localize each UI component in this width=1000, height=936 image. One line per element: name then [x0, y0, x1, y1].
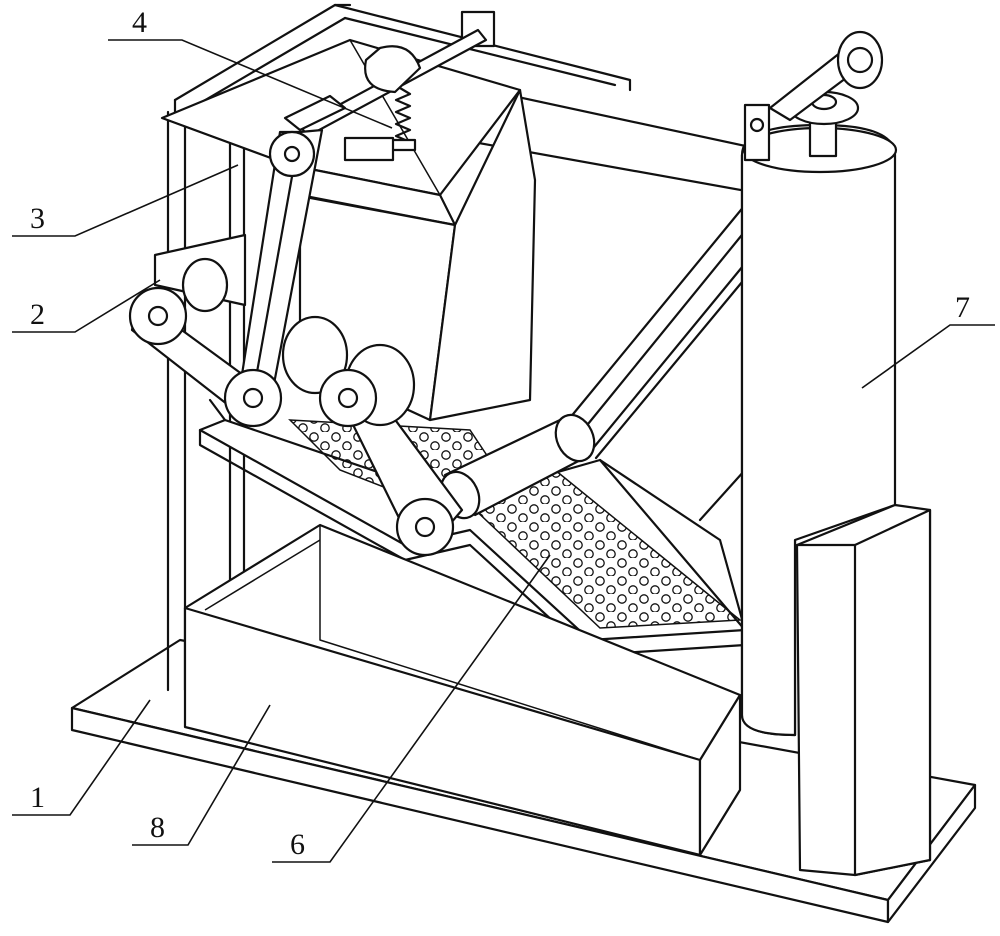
feed-hopper: [160, 38, 537, 422]
label-3: 3: [30, 202, 45, 235]
roller-drum: [439, 413, 596, 520]
belt-drive: [128, 128, 464, 557]
label-2: 2: [30, 298, 45, 331]
label-8: 8: [150, 811, 165, 844]
diagonal-rails: [558, 203, 754, 522]
label-4: 4: [132, 6, 147, 39]
label-6: 6: [290, 828, 305, 861]
collection-tray: [183, 523, 742, 857]
leader-lines: [12, 39, 995, 863]
label-1: 1: [30, 781, 45, 814]
separation-cylinder: [740, 30, 932, 877]
left-frame: [166, 3, 352, 692]
label-7: 7: [955, 291, 970, 324]
